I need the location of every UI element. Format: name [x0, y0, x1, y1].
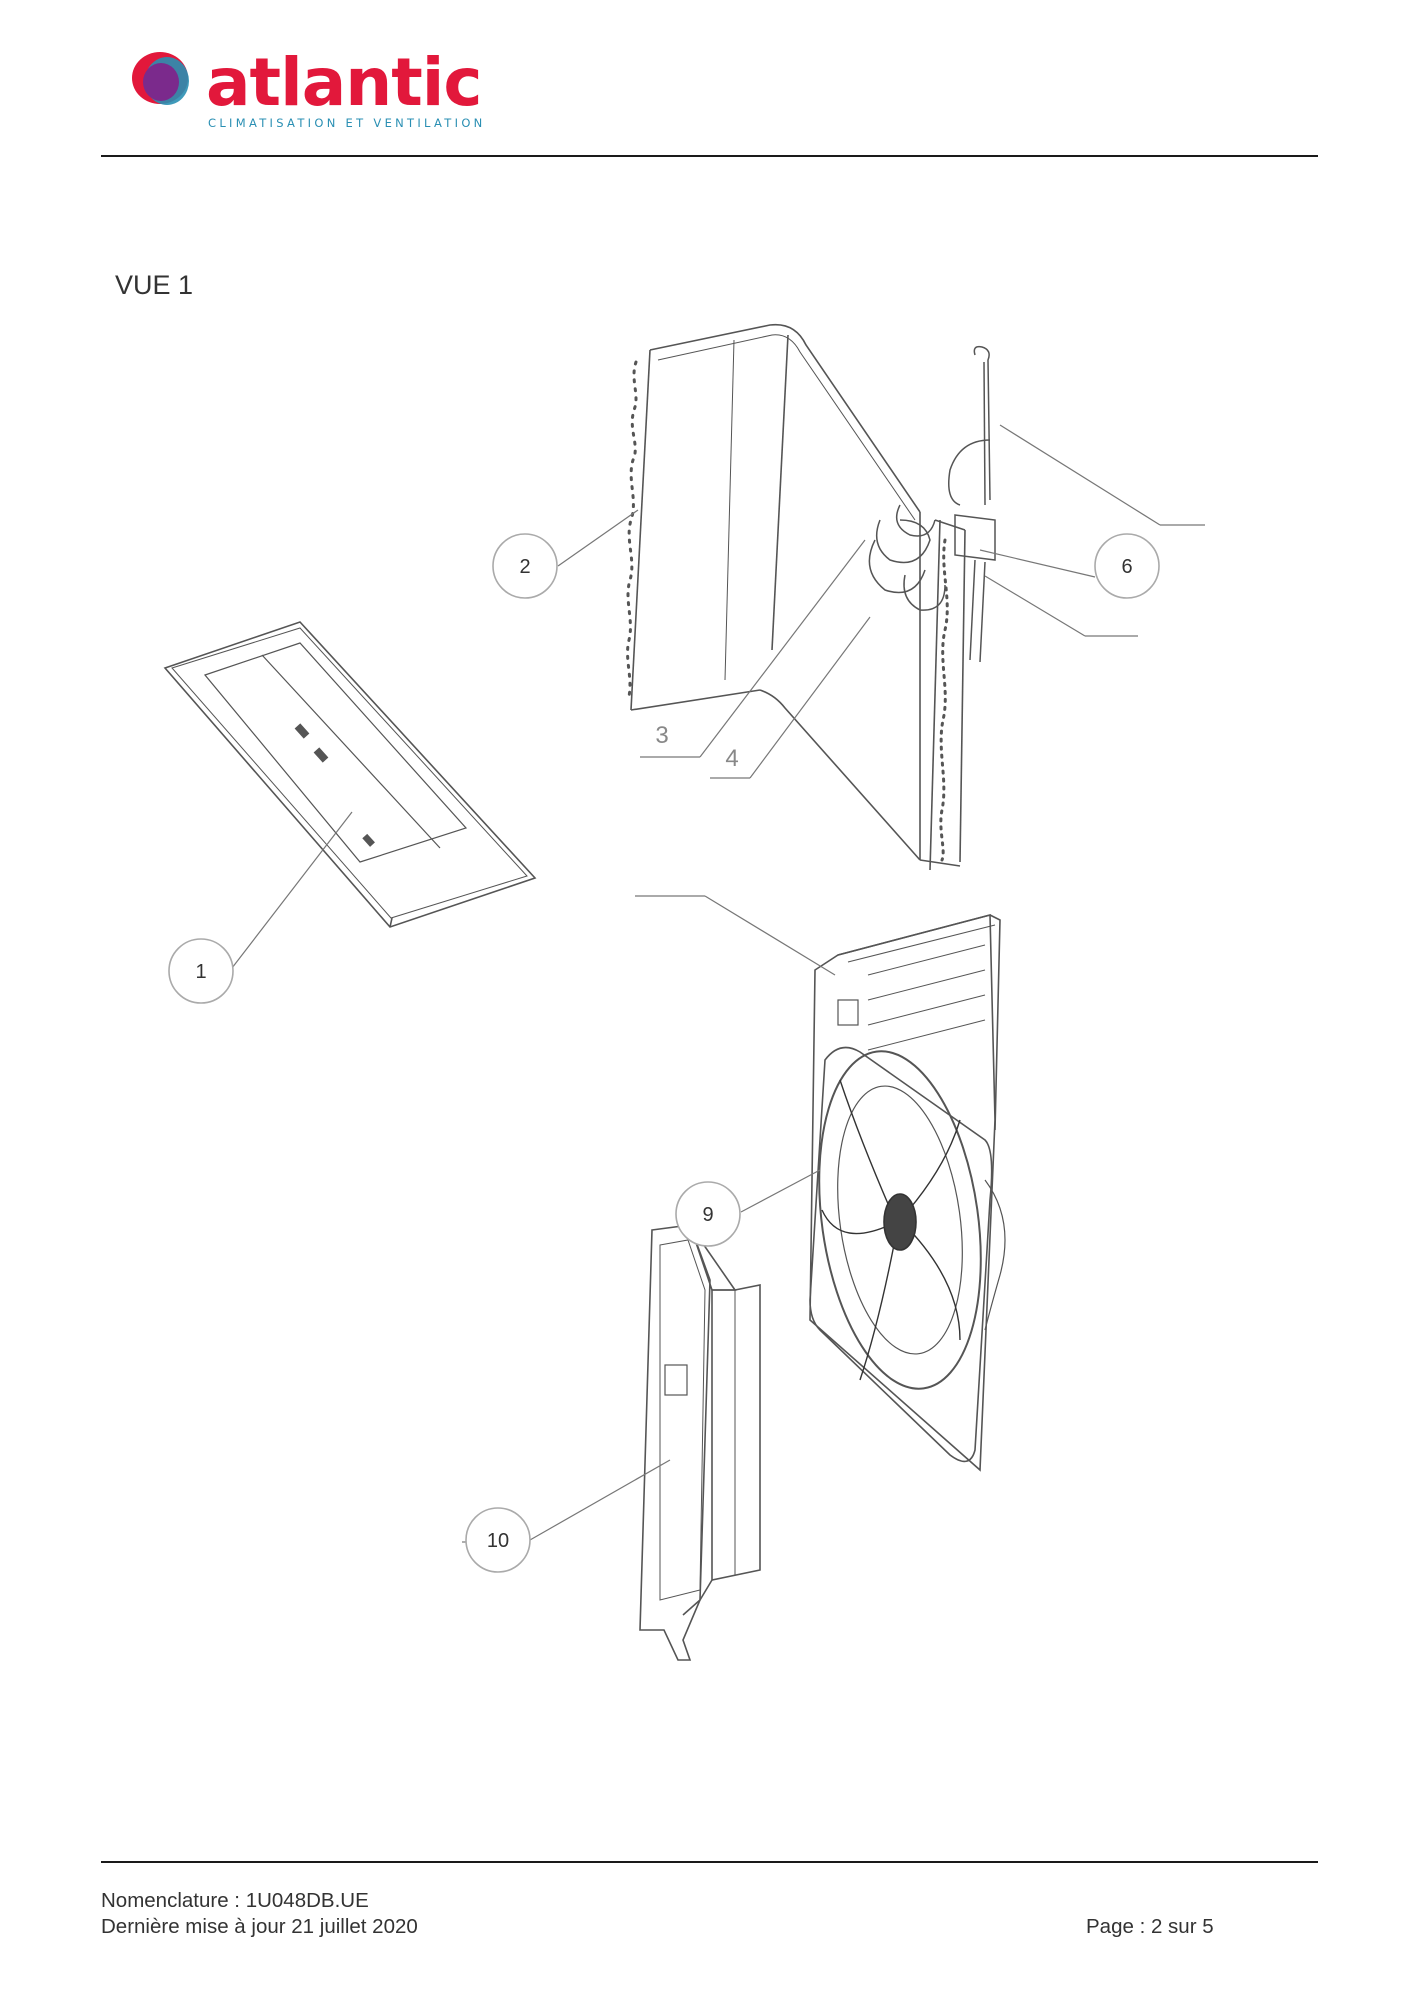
callout-bubble-2: 2 — [492, 533, 558, 599]
part-pipework — [868, 345, 996, 663]
callout-bubble-10: 10 — [465, 1507, 531, 1573]
header-rule — [101, 155, 1318, 157]
logo-mark-icon — [132, 52, 189, 105]
callout-label-4: 4 — [725, 745, 738, 772]
callout-label-3: 3 — [655, 722, 668, 749]
footer-rule — [101, 1861, 1318, 1863]
footer-nomenclature: Nomenclature : 1U048DB.UE — [101, 1889, 369, 1912]
callout-label-6: 6 — [1121, 556, 1132, 578]
brand-tagline: CLIMATISATION ET VENTILATION — [208, 116, 486, 130]
callout-label-9: 9 — [702, 1204, 713, 1226]
callout-3: 3 — [655, 722, 668, 749]
footer-page-number: Page : 2 sur 5 — [1086, 1915, 1214, 1938]
part-fan-assembly — [809, 913, 1006, 1472]
brand-name: atlantic — [206, 44, 483, 121]
callout-leaders — [231, 424, 1205, 1543]
view-title: VUE 1 — [115, 270, 194, 300]
part-side-panel — [639, 1224, 761, 1661]
brand-logo: atlantic CLIMATISATION ET VENTILATION — [120, 44, 500, 134]
callout-4: 4 — [725, 745, 738, 772]
footer-updated: Dernière mise à jour 21 juillet 2020 — [101, 1915, 418, 1938]
callout-bubble-9: 9 — [675, 1181, 741, 1247]
callout-bubble-1: 1 — [168, 938, 234, 1004]
part-top-panel — [163, 621, 537, 928]
callout-label-10: 10 — [487, 1530, 509, 1552]
part-condenser-coil — [626, 323, 966, 871]
callout-label-2: 2 — [519, 556, 530, 578]
callout-bubble-6: 6 — [1094, 533, 1160, 599]
callout-label-1: 1 — [195, 961, 206, 983]
